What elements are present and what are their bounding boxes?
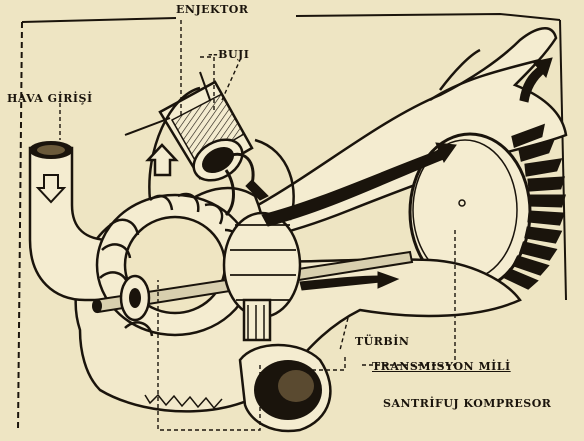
label-santrifuj-kompresor: SANTRİFUJ KOMPRESOR	[383, 397, 551, 410]
label-transmisyon-mili: TRANSMISYON MİLİ	[372, 360, 511, 373]
label-buji: --BUJI	[208, 48, 249, 61]
label-buji-text: BUJI	[218, 48, 249, 61]
label-hava-girisi: HAVA GİRİŞİ	[7, 92, 93, 105]
label-enjektor: ENJEKTOR	[176, 3, 249, 16]
label-turbin: TÜRBİN	[355, 335, 409, 348]
